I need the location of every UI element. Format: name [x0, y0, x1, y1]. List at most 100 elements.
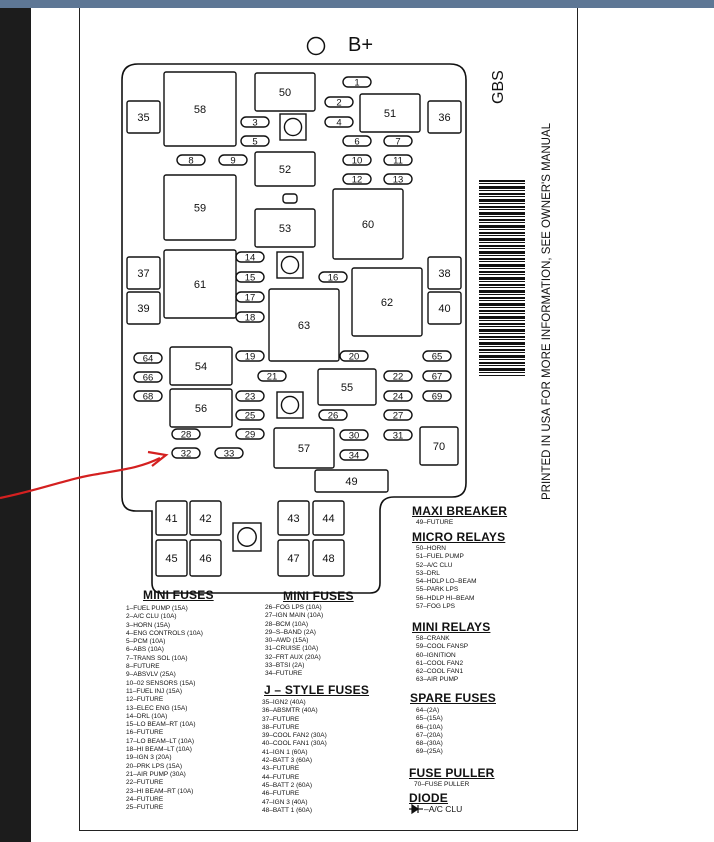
fuse-label: 26 [328, 410, 339, 421]
list-item: 31–CRUISE (10A) [265, 645, 319, 653]
diode-title: DIODE [409, 791, 449, 805]
relay-slot [268, 288, 340, 362]
fuse-label: 68 [143, 391, 154, 402]
mini-fuse-slot [257, 370, 287, 382]
mini-fuse-slot [422, 350, 452, 362]
mini-fuse-slot [235, 350, 265, 362]
relay-label: 39 [137, 303, 149, 315]
list-item: 65–(15A) [416, 715, 443, 723]
fuse-label: 12 [352, 174, 363, 185]
b-plus-label: B+ [348, 34, 374, 56]
relay-label: 60 [362, 219, 374, 231]
mini-fuses-title-2: MINI FUSES [283, 589, 354, 603]
relay-label: 56 [195, 403, 207, 415]
fuse-label: 28 [181, 429, 192, 440]
relay-slot [427, 256, 462, 290]
relay-label: 35 [137, 112, 149, 124]
relay-slot [254, 208, 316, 248]
list-item: 20–PRK LPS (15A) [126, 762, 183, 770]
mini-fuses-list-1: 1–FUEL PUMP (15A) 2–A/C CLU (10A) 3–HORN… [126, 605, 203, 812]
mini-fuse-slot [235, 428, 265, 440]
list-item: 59–COOL FANSP [416, 643, 469, 651]
mini-fuse-slot [235, 311, 265, 323]
list-item: 36–ABSMTR (40A) [262, 707, 318, 715]
mini-fuse-slot [383, 173, 413, 185]
j-style-fuses-title: J – STYLE FUSES [264, 683, 370, 697]
relay-label: 44 [322, 513, 334, 525]
fuse-label: 64 [143, 353, 154, 364]
stud-terminal-icon [276, 391, 304, 419]
relay-slot [155, 500, 188, 536]
fuse-label: 25 [245, 410, 256, 421]
fuse-label: 19 [245, 351, 256, 362]
relay-label: 49 [345, 476, 357, 488]
relay-label: 51 [384, 108, 396, 120]
list-item: 18–HI BEAM–LT (10A) [126, 746, 192, 754]
mini-fuse-slot [240, 116, 270, 128]
fuse-label: 4 [336, 117, 341, 128]
document-frame [79, 8, 578, 831]
mini-fuse-slot [235, 409, 265, 421]
list-item: 38–FUTURE [262, 723, 300, 731]
fuse-label: 11 [393, 155, 403, 166]
list-item: 55–PARK LPS [416, 586, 459, 594]
annotation-arrow-head [147, 450, 169, 467]
list-item: 42–BATT 3 (60A) [262, 757, 312, 765]
mini-fuse-slot [218, 154, 248, 166]
mini-fuse-slot [235, 390, 265, 402]
fuse-label: 33 [224, 448, 235, 459]
mini-fuse-slot [342, 173, 372, 185]
list-item: 13–ELEC ENG (15A) [126, 704, 188, 712]
list-item: 51–FUEL PUMP [416, 553, 464, 561]
relay-label: 38 [438, 268, 450, 280]
relay-label: 43 [287, 513, 299, 525]
relay-slot [254, 72, 316, 112]
list-item: 1–FUEL PUMP (15A) [126, 605, 188, 612]
mini-fuse-slot [339, 449, 369, 461]
relay-slot [317, 368, 377, 406]
fuse-label: 29 [245, 429, 256, 440]
list-item: 23–HI BEAM–RT (10A) [126, 787, 194, 795]
relay-slot [312, 500, 345, 536]
list-item: 48–BATT 1 (60A) [262, 806, 312, 814]
list-item: 25–FUTURE [126, 804, 164, 812]
list-item: 22–FUTURE [126, 779, 164, 787]
spare-fuses-list: 64–(2A) 65–(15A) 66–(10A) 67–(20A) 68–(3… [416, 707, 443, 757]
mini-relays-title: MINI RELAYS [412, 620, 491, 634]
mini-fuse-slot [339, 429, 369, 441]
list-item: 57–FOG LPS [416, 603, 456, 611]
fuse-label: 18 [245, 312, 256, 323]
list-item: 12–FUTURE [126, 696, 164, 704]
fuse-label: 9 [230, 155, 235, 166]
mini-fuse-slot [318, 409, 348, 421]
list-item: 9–ABSVLV (25A) [126, 671, 176, 679]
fuse-label: 32 [181, 448, 192, 459]
fuse-label: 65 [432, 351, 443, 362]
list-item: 46–FUTURE [262, 790, 300, 798]
relay-slot [419, 426, 459, 466]
stud-terminal-icon [276, 251, 304, 279]
list-item: 17–LO BEAM–LT (10A) [126, 737, 195, 745]
list-item: 11–FUEL INJ (15A) [126, 687, 182, 695]
fuse-label: 16 [328, 272, 339, 283]
list-item: 16–FUTURE [126, 729, 164, 737]
spare-fuses-title: SPARE FUSES [410, 691, 496, 705]
relay-label: 52 [279, 164, 291, 176]
mini-relays-list: 58–CRANK 59–COOL FANSP 60–IGNITION 61–CO… [416, 635, 468, 685]
list-item: 34–FUTURE [265, 670, 303, 678]
list-item: 6–ABS (10A) [126, 646, 164, 654]
relay-slot [155, 539, 188, 577]
annotation-arrow [0, 457, 161, 500]
list-item: 39–COOL FAN2 (30A) [262, 732, 327, 740]
list-item: 53–DRL [416, 569, 440, 577]
relay-slot [277, 500, 310, 536]
list-item: 7–TRANS SOL (10A) [126, 654, 188, 662]
relay-label: 53 [279, 223, 291, 235]
relay-label: 61 [194, 279, 206, 291]
mini-fuse-slot [235, 271, 265, 283]
relay-label: 47 [287, 553, 299, 565]
fuse-label: 10 [352, 155, 363, 166]
list-item: 45–BATT 2 (60A) [262, 781, 312, 789]
list-item: 58–CRANK [416, 635, 450, 642]
